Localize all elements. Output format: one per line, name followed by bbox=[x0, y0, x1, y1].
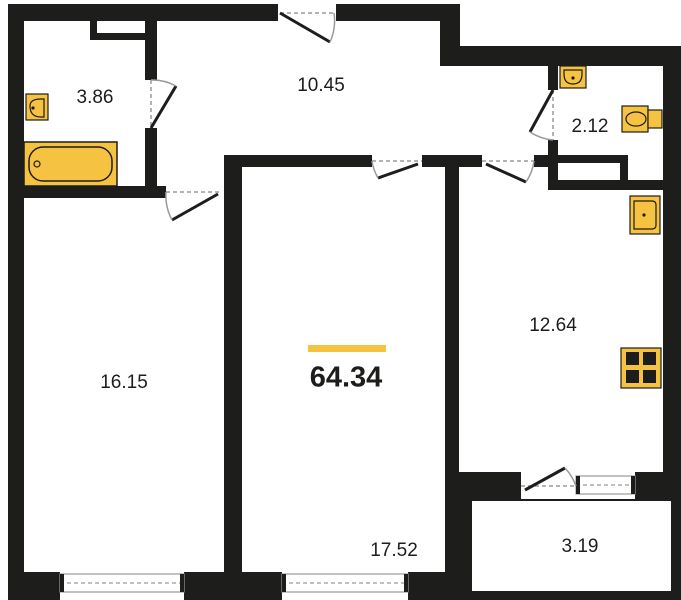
door-swing-icon bbox=[149, 11, 577, 492]
total-area-accent-bar bbox=[308, 345, 386, 352]
balcony-outline bbox=[470, 499, 673, 593]
total-area: 64.34 bbox=[309, 361, 383, 394]
stove-icon bbox=[620, 347, 662, 389]
room-area-toilet: 2.12 bbox=[571, 116, 609, 137]
sink-icon bbox=[25, 93, 49, 121]
walls bbox=[8, 4, 681, 600]
sink-icon bbox=[559, 65, 587, 89]
room-area-kitchen: 12.64 bbox=[529, 315, 577, 336]
room-area-bathroom: 3.86 bbox=[76, 87, 114, 108]
sink-icon bbox=[629, 195, 661, 235]
room-area-balcony: 3.19 bbox=[561, 536, 599, 557]
bathtub-icon bbox=[23, 141, 118, 187]
room-area-bedroom: 16.15 bbox=[100, 372, 148, 393]
room-area-living-room: 17.52 bbox=[370, 540, 418, 561]
toilet-icon bbox=[621, 105, 663, 133]
room-area-hallway: 10.45 bbox=[297, 75, 345, 96]
window-icon bbox=[59, 475, 636, 593]
